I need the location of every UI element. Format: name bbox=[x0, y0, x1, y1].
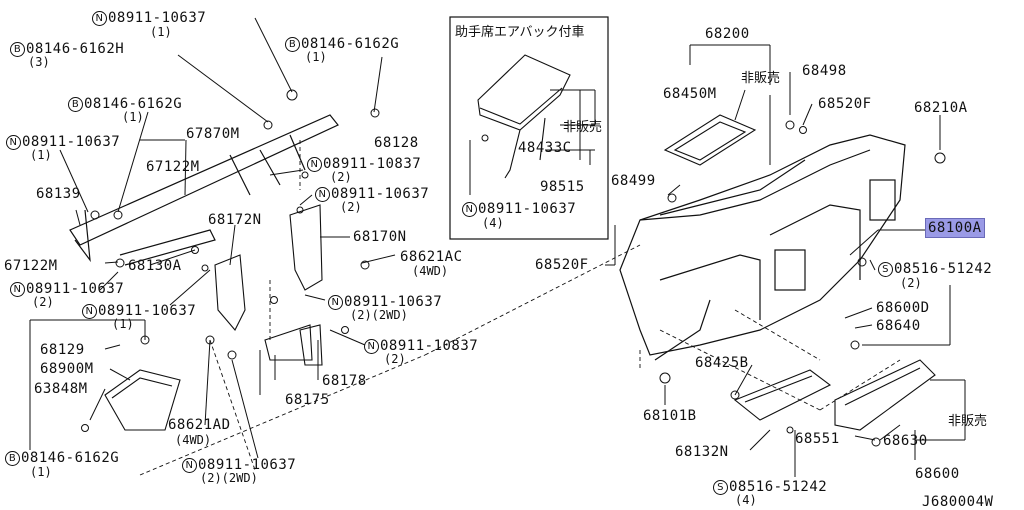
glove-box-68600 bbox=[834, 359, 936, 431]
qty-08911-10637-h: (2)(2WD) bbox=[200, 471, 258, 485]
label-68900m: 68900M bbox=[40, 361, 94, 377]
label-68520f-a: 68520F bbox=[818, 96, 872, 112]
label-68200: 68200 bbox=[705, 26, 750, 42]
label-68600d: 68600D bbox=[876, 300, 930, 316]
inset-not-for-sale: 非販売 bbox=[563, 120, 603, 135]
qty-08146-6162g-c: (1) bbox=[30, 465, 52, 479]
leader-lines bbox=[29, 17, 966, 477]
qty-08911-10837-a: (2) bbox=[330, 170, 352, 184]
steering-member-shape bbox=[69, 114, 339, 266]
label-68175: 68175 bbox=[285, 392, 330, 408]
qty-08911-10637-c: (2) bbox=[32, 295, 54, 309]
label-63848m: 63848M bbox=[34, 381, 88, 397]
label-68172n: 68172N bbox=[208, 212, 262, 228]
instrument-panel-shape bbox=[619, 134, 906, 361]
qty-08146-6162g-b: (1) bbox=[305, 50, 327, 64]
inset-frame bbox=[449, 16, 609, 240]
label-not-for-sale-bottom: 非販売 bbox=[948, 414, 988, 429]
label-48433c: 48433C bbox=[518, 140, 572, 156]
label-67122m-a: 67122M bbox=[146, 159, 200, 175]
label-68621ad: 68621AD bbox=[168, 417, 231, 433]
lid-68132n bbox=[733, 369, 832, 421]
label-67870m: 67870M bbox=[186, 126, 240, 142]
label-67122m-b: 67122M bbox=[4, 258, 58, 274]
label-68551: 68551 bbox=[795, 431, 840, 447]
airbag-module-shape bbox=[477, 54, 571, 179]
diagram-id: J680004W bbox=[922, 494, 994, 510]
label-68129: 68129 bbox=[40, 342, 85, 358]
dashed-lines bbox=[139, 140, 901, 476]
label-68630: 68630 bbox=[883, 433, 928, 449]
label-68425b: 68425B bbox=[695, 355, 749, 371]
label-68100a: 68100A bbox=[925, 218, 985, 238]
qty-08911-10637-b: (1) bbox=[30, 148, 52, 162]
label-68132n: 68132N bbox=[675, 444, 729, 460]
qty-08911-10837-b: (2) bbox=[384, 352, 406, 366]
label-68499: 68499 bbox=[611, 173, 656, 189]
label-68210a: 68210A bbox=[914, 100, 968, 116]
label-not-for-sale-top: 非販売 bbox=[741, 71, 781, 86]
qty-08911-10637-d: (1) bbox=[112, 317, 134, 331]
qty-08911-10637-e: (2) bbox=[340, 200, 362, 214]
qty-68621ad: (4WD) bbox=[175, 433, 212, 447]
qty-08516-51242-a: (2) bbox=[900, 276, 922, 290]
label-68101b: 68101B bbox=[643, 408, 697, 424]
label-68130a: 68130A bbox=[128, 258, 182, 274]
qty-08146-6162g-a: (1) bbox=[122, 110, 144, 124]
qty-08911-10637-f: (2)(2WD) bbox=[350, 308, 408, 322]
bracket-shapes bbox=[214, 204, 323, 366]
label-68128: 68128 bbox=[374, 135, 419, 151]
label-68498: 68498 bbox=[802, 63, 847, 79]
unit-68900m bbox=[104, 369, 181, 431]
label-68520f-b: 68520F bbox=[535, 257, 589, 273]
label-98515: 98515 bbox=[540, 179, 585, 195]
qty-08146-6162h: (3) bbox=[28, 55, 50, 69]
label-68640: 68640 bbox=[876, 318, 921, 334]
fasteners bbox=[81, 89, 946, 447]
label-68139: 68139 bbox=[36, 186, 81, 202]
qty-08911-10637-a: (1) bbox=[150, 25, 172, 39]
label-68450m: 68450M bbox=[663, 86, 717, 102]
qty-08516-51242-b: (4) bbox=[735, 493, 757, 507]
qty-08911-10637-g: (4) bbox=[482, 216, 504, 230]
label-68178: 68178 bbox=[322, 373, 367, 389]
label-68600: 68600 bbox=[915, 466, 960, 482]
label-68621ac: 68621AC bbox=[400, 249, 463, 265]
inset-title: 助手席エアバック付車 bbox=[455, 25, 585, 40]
label-68170n: 68170N bbox=[353, 229, 407, 245]
tray-68450m bbox=[663, 114, 757, 166]
qty-68621ac: (4WD) bbox=[412, 264, 449, 278]
